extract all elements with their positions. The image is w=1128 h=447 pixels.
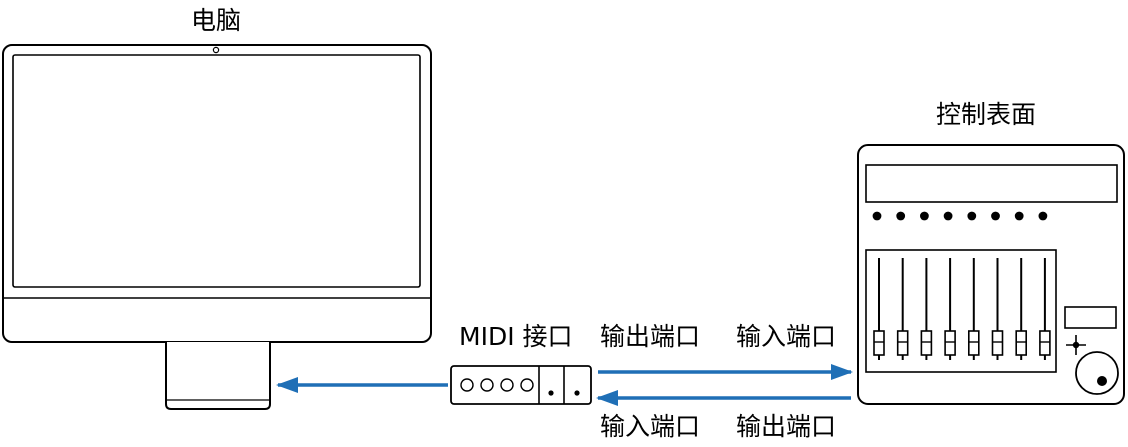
output-port-label-top: 输出端口 [600,322,701,351]
control-surface-knob [1038,211,1048,221]
control-surface-label: 控制表面 [936,100,1037,129]
computer-label: 电脑 [191,6,242,35]
output-port-label-bottom: 输出端口 [736,412,837,441]
computer-screen [12,54,421,288]
control-surface-fader [991,258,1004,360]
control-surface-fader [920,258,933,360]
control-surface-fader-panel [865,249,1057,373]
control-surface-knob [920,211,929,221]
control-surface-small-display [1064,306,1117,329]
control-surface-knob [896,211,906,221]
midi-port-dot-2 [574,390,580,396]
midi-port-dot-1 [548,390,554,396]
control-surface-faders [873,258,1051,360]
imac-icon [2,44,432,410]
control-surface-display [865,164,1118,203]
control-surface-icon [857,144,1125,405]
input-port-label-bottom: 输入端口 [600,412,701,441]
control-surface-fader [967,258,980,360]
computer-camera [212,46,220,54]
midi-interface-icon [450,365,592,405]
control-surface-fader [1039,258,1051,360]
control-surface-jog-dot [1097,376,1107,386]
midi-port-circle-1 [460,378,474,392]
control-surface-knob [1014,211,1024,221]
control-surface-fader [873,258,885,360]
input-port-label-top: 输入端口 [736,322,837,351]
computer-stand [165,342,271,410]
control-surface-knobs [872,211,1048,221]
control-surface-crosshair [1066,335,1086,355]
midi-port-circle-2 [480,378,494,392]
midi-interface-label: MIDI 接口 [459,322,573,351]
control-surface-knob [967,211,977,221]
control-surface-knob [991,211,1000,221]
midi-port-circle-4 [520,378,534,392]
control-surface-knob [943,211,953,221]
midi-port-circle-3 [500,378,514,392]
control-surface-jog-wheel [1075,351,1119,395]
control-surface-fader [1015,258,1028,360]
control-surface-fader [944,258,956,360]
control-surface-knob [872,211,882,221]
control-surface-fader [896,258,909,360]
